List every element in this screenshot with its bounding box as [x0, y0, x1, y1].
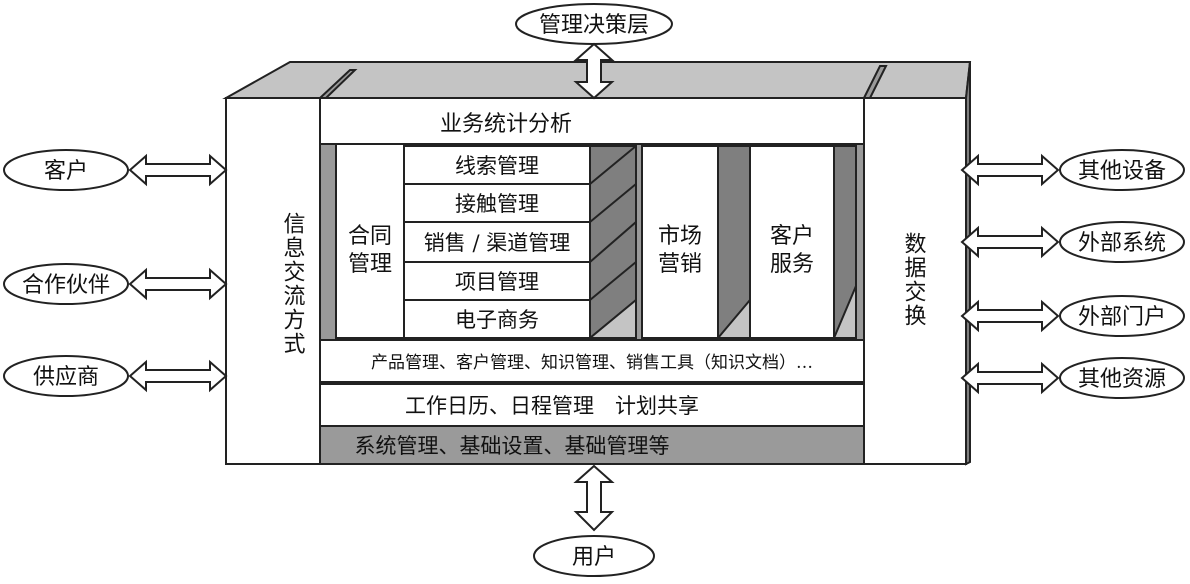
right-node [1059, 357, 1185, 399]
market-label-1: 市场 [658, 224, 702, 249]
right-node [1059, 221, 1185, 263]
bottom-double-arrow [573, 464, 615, 532]
stack-item-box [403, 183, 591, 223]
left-double-arrow [128, 359, 228, 393]
stack-side-light [587, 297, 637, 339]
service-label-1: 客户 [770, 224, 814, 249]
top-band-label: 业务统计分析 [440, 112, 572, 137]
contract-label-1: 合同 [348, 224, 392, 249]
contract-label-2: 管理 [348, 252, 392, 277]
stack-item-label: 项目管理 [455, 270, 539, 294]
right-node-label: 外部门户 [1078, 305, 1166, 330]
contract-module [335, 143, 405, 339]
service-module [749, 145, 835, 339]
band-calendar [319, 383, 865, 427]
right-double-arrow [960, 153, 1060, 187]
left-node-label: 供应商 [33, 365, 99, 390]
band-system-label: 系统管理、基础设置、基础管理等 [355, 434, 670, 458]
right-double-arrow [960, 225, 1060, 259]
left-column [225, 97, 321, 465]
top-node-label: 管理决策层 [539, 13, 649, 38]
market-label-2: 营销 [658, 252, 702, 277]
left-double-arrow [128, 267, 228, 301]
top-band [319, 97, 865, 145]
right-node [1059, 295, 1185, 337]
right-node-label: 其他资源 [1078, 367, 1166, 392]
left-node [3, 149, 129, 191]
top-double-arrow [573, 42, 615, 100]
band-products-label: 产品管理、客户管理、知识管理、销售工具（知识文档）… [371, 353, 813, 373]
bottom-node-label: 用户 [572, 545, 616, 570]
right-column-label: 数据交换 [901, 232, 927, 328]
stack-item-label: 线索管理 [455, 154, 539, 178]
left-node-label: 合作伙伴 [22, 273, 110, 298]
left-node [3, 263, 129, 305]
right-node [1059, 149, 1185, 191]
stack-item-box [403, 261, 591, 301]
right-double-arrow [960, 361, 1060, 395]
stack-items: 线索管理 接触管理 销售 / 渠道管理 项目管理 电子商务 [403, 145, 591, 339]
stack-item-label: 电子商务 [455, 308, 539, 332]
stack-item-label: 接触管理 [455, 192, 539, 216]
service-label-2: 服务 [770, 252, 814, 277]
stack-item-label: 销售 / 渠道管理 [424, 231, 570, 255]
band-products [319, 339, 865, 383]
service-side-light [832, 285, 857, 339]
bottom-node [533, 535, 655, 577]
left-node-label: 客户 [44, 159, 88, 184]
band-system [319, 425, 865, 465]
band-calendar-label: 工作日历、日程管理 计划共享 [405, 394, 699, 418]
right-node-label: 外部系统 [1078, 231, 1166, 256]
left-node [3, 355, 129, 397]
left-double-arrow [128, 153, 228, 187]
right-double-arrow [960, 299, 1060, 333]
market-module [641, 145, 719, 339]
left-column-label: 信息交流方式 [280, 212, 306, 356]
right-node-label: 其他设备 [1078, 159, 1166, 184]
